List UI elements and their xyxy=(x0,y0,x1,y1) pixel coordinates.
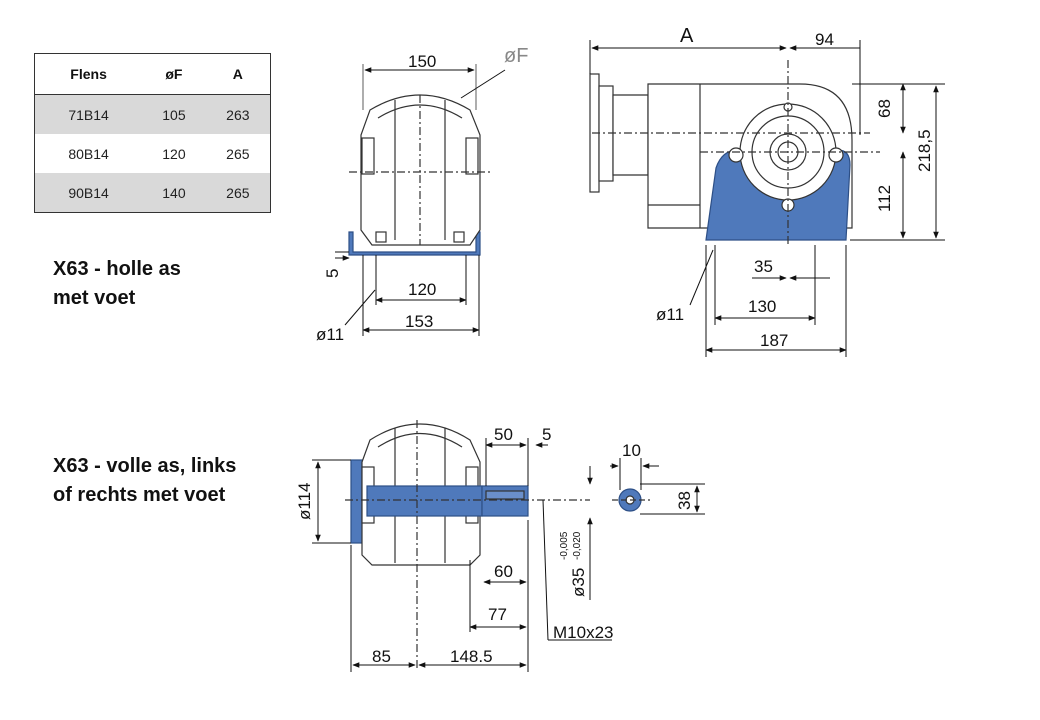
dim-153: 153 xyxy=(405,312,433,331)
dim-112: 112 xyxy=(875,185,894,212)
dim-60: 60 xyxy=(494,562,513,581)
dim-o114: ø114 xyxy=(295,483,314,521)
dim-of: øF xyxy=(504,45,528,67)
table-cell: 120 xyxy=(162,145,186,162)
dim-130: 130 xyxy=(748,297,776,316)
dim-10: 10 xyxy=(622,441,641,460)
title-solid-shaft: X63 - volle as, links of rechts met voet xyxy=(53,455,237,506)
dimension-lines xyxy=(312,40,945,672)
title-hollow-shaft: X63 - holle as met voet xyxy=(53,258,181,309)
table-row: 71B14 105 263 xyxy=(34,94,271,134)
table-cell: 105 xyxy=(142,94,206,134)
tol-upper: -0,005 xyxy=(559,531,570,560)
dim-120: 120 xyxy=(408,280,436,299)
table-row: 80B14 120 265 xyxy=(35,134,271,173)
dim-38: 38 xyxy=(675,491,694,510)
table-cell: 265 xyxy=(226,145,250,162)
side-view-hollow xyxy=(589,60,880,245)
dim-85: 85 xyxy=(372,647,391,666)
dim-150: 150 xyxy=(408,52,436,71)
dim-35: 35 xyxy=(754,257,773,276)
front-view-hollow xyxy=(348,64,493,256)
table-cell: 71B14 xyxy=(34,94,143,134)
dim-o35: ø35 xyxy=(569,568,588,597)
dim-o11-side: ø11 xyxy=(656,305,684,324)
front-foot xyxy=(348,231,481,256)
dim-5: 5 xyxy=(323,269,342,278)
dim-a: A xyxy=(680,25,694,47)
table-header-row: Flens øF A xyxy=(34,53,271,95)
dim-94: 94 xyxy=(815,30,834,49)
dim-m10x23: M10x23 xyxy=(553,623,613,642)
table-cell: 140 xyxy=(142,173,206,213)
table-cell: 265 xyxy=(205,173,271,213)
dim-187: 187 xyxy=(760,331,788,350)
dimension-labels: 150 øF 5 120 153 ø11 A 94 68 218,5 112 3… xyxy=(295,25,934,666)
table-cell: 263 xyxy=(205,94,271,134)
dim-o11-front: ø11 xyxy=(316,325,344,344)
dim-50: 50 xyxy=(494,425,513,444)
solid-shaft-view xyxy=(345,420,650,670)
tol-lower: -0,020 xyxy=(572,531,583,560)
dim-218-5: 218,5 xyxy=(915,129,934,172)
header-a: A xyxy=(205,53,271,95)
dim-5-key: 5 xyxy=(542,425,551,444)
table-cell: 80B14 xyxy=(68,145,109,162)
flange-table: Flens øF A 71B14 105 263 80B14 120 265 9… xyxy=(34,53,271,213)
table-cell: 90B14 xyxy=(34,173,143,213)
header-flens: Flens xyxy=(34,53,143,95)
header-of: øF xyxy=(142,53,206,95)
dim-68: 68 xyxy=(875,99,894,118)
table-row: 90B14 140 265 xyxy=(34,173,271,213)
dim-77: 77 xyxy=(488,605,507,624)
dim-148-5: 148.5 xyxy=(450,647,493,666)
